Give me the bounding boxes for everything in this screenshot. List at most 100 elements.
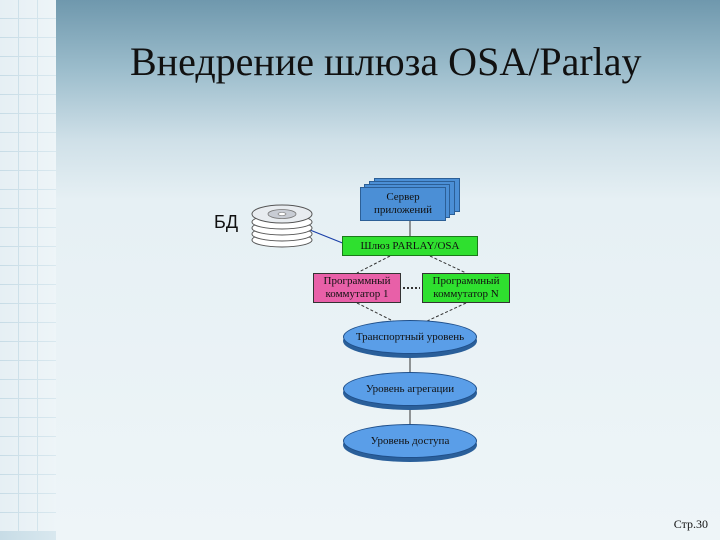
grid-cell bbox=[19, 57, 37, 75]
grid-cell bbox=[0, 380, 18, 398]
grid-cell bbox=[19, 494, 37, 512]
page-number: Стр.30 bbox=[673, 517, 708, 531]
softswitch-1-label: Программный коммутатор 1 bbox=[323, 275, 391, 300]
grid-cell bbox=[19, 114, 37, 132]
grid-cell bbox=[0, 361, 18, 379]
access-layer: Уровень доступа bbox=[343, 424, 477, 458]
grid-cell bbox=[0, 95, 18, 113]
grid-cell bbox=[0, 456, 18, 474]
grid-cell bbox=[19, 418, 37, 436]
softswitch-n-box: Программный коммутатор N bbox=[422, 273, 510, 303]
db-label: БД bbox=[214, 212, 239, 232]
switchn-transport-link bbox=[424, 302, 467, 323]
grid-cell bbox=[38, 494, 56, 512]
aggregation-layer: Уровень агрегации bbox=[343, 372, 477, 406]
grid-cell bbox=[0, 19, 18, 37]
grid-cell bbox=[0, 475, 18, 493]
grid-cell bbox=[38, 19, 56, 37]
grid-cell bbox=[38, 133, 56, 151]
grid-cell bbox=[38, 190, 56, 208]
grid-cell bbox=[0, 323, 18, 341]
grid-cell bbox=[0, 114, 18, 132]
grid-cell bbox=[19, 380, 37, 398]
grid-cell bbox=[38, 380, 56, 398]
grid-cell bbox=[19, 0, 37, 18]
grid-cell bbox=[0, 247, 18, 265]
grid-cell bbox=[19, 228, 37, 246]
grid-cell bbox=[38, 285, 56, 303]
grid-cell bbox=[0, 0, 18, 18]
grid-cell bbox=[38, 399, 56, 417]
grid-cell bbox=[0, 38, 18, 56]
grid-cell bbox=[19, 475, 37, 493]
grid-cell bbox=[0, 152, 18, 170]
softswitch-1-box: Программный коммутатор 1 bbox=[313, 273, 401, 303]
grid-cell bbox=[0, 76, 18, 94]
grid-cell bbox=[38, 323, 56, 341]
grid-cell bbox=[38, 513, 56, 531]
grid-cell bbox=[38, 456, 56, 474]
grid-cell bbox=[19, 342, 37, 360]
gateway-label: Шлюз PARLAY/OSA bbox=[360, 239, 460, 252]
transport-layer-label: Транспортный уровень bbox=[355, 331, 465, 343]
grid-cell bbox=[38, 475, 56, 493]
grid-cell bbox=[19, 513, 37, 531]
grid-cell bbox=[19, 437, 37, 455]
grid-cell bbox=[19, 209, 37, 227]
gateway-switchn-link bbox=[429, 255, 467, 274]
grid-cell bbox=[19, 285, 37, 303]
grid-cell bbox=[38, 342, 56, 360]
grid-cell bbox=[0, 133, 18, 151]
slide-title: Внедрение шлюза OSA/Parlay bbox=[130, 39, 642, 84]
grid-cell bbox=[19, 76, 37, 94]
grid-cell bbox=[0, 342, 18, 360]
grid-cell bbox=[19, 133, 37, 151]
grid-cell bbox=[19, 361, 37, 379]
decorative-grid bbox=[0, 0, 56, 540]
grid-cell bbox=[19, 171, 37, 189]
grid-cell bbox=[38, 266, 56, 284]
grid-cell bbox=[0, 190, 18, 208]
grid-cell bbox=[0, 418, 18, 436]
grid-cell bbox=[0, 437, 18, 455]
grid-cell bbox=[38, 209, 56, 227]
grid-cell bbox=[38, 38, 56, 56]
access-layer-label: Уровень доступа bbox=[370, 435, 450, 447]
grid-cell bbox=[0, 209, 18, 227]
application-server: Сервер приложений bbox=[360, 178, 460, 221]
grid-cell bbox=[19, 399, 37, 417]
grid-cell bbox=[38, 76, 56, 94]
grid-cell bbox=[0, 513, 18, 531]
grid-cell bbox=[19, 304, 37, 322]
grid-cell bbox=[0, 57, 18, 75]
grid-cell bbox=[19, 323, 37, 341]
transport-layer: Транспортный уровень bbox=[343, 320, 477, 354]
server-label: Сервер приложений bbox=[360, 187, 446, 221]
aggregation-layer-label: Уровень агрегации bbox=[365, 383, 455, 395]
grid-cell bbox=[19, 152, 37, 170]
grid-cell bbox=[38, 114, 56, 132]
grid-cell bbox=[38, 228, 56, 246]
grid-cell bbox=[0, 228, 18, 246]
grid-cell bbox=[19, 38, 37, 56]
grid-cell bbox=[38, 304, 56, 322]
grid-cell bbox=[38, 437, 56, 455]
grid-cell bbox=[19, 95, 37, 113]
grid-cell bbox=[0, 304, 18, 322]
grid-cell bbox=[38, 152, 56, 170]
grid-cell bbox=[0, 285, 18, 303]
grid-cell bbox=[38, 57, 56, 75]
grid-cell bbox=[0, 171, 18, 189]
grid-cell bbox=[19, 190, 37, 208]
gateway-box: Шлюз PARLAY/OSA bbox=[342, 236, 478, 256]
grid-cell bbox=[0, 494, 18, 512]
grid-cell bbox=[38, 247, 56, 265]
grid-cell bbox=[0, 399, 18, 417]
grid-cell bbox=[0, 266, 18, 284]
grid-cell bbox=[19, 456, 37, 474]
grid-cell bbox=[38, 418, 56, 436]
softswitch-n-label: Программный коммутатор N bbox=[432, 275, 500, 300]
grid-cell bbox=[38, 95, 56, 113]
grid-cell bbox=[38, 0, 56, 18]
